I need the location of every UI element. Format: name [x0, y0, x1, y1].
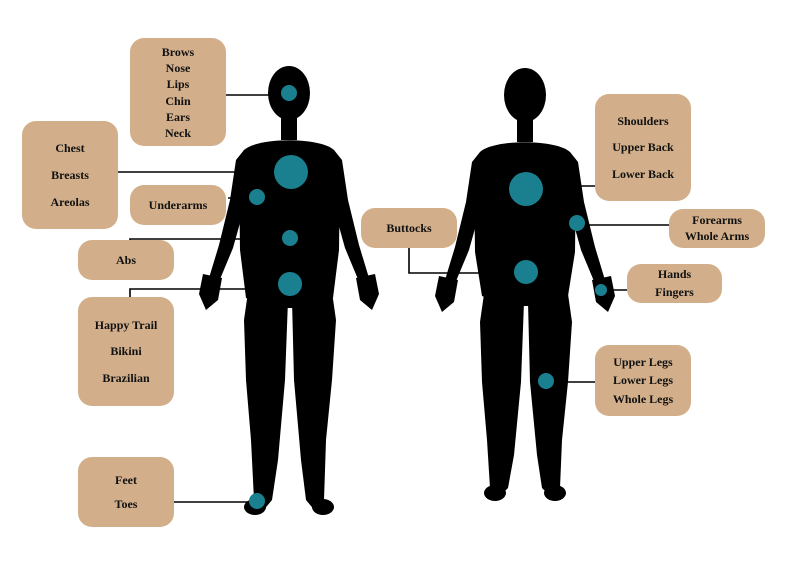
connector-lines: [118, 94, 669, 503]
label-bikini-zone: Happy Trail Bikini Brazilian: [78, 297, 174, 406]
label-text: Toes: [114, 496, 138, 511]
label-text: Upper Legs: [613, 354, 673, 369]
label-text: Lower Legs: [612, 373, 674, 388]
label-text: Whole Arms: [684, 228, 750, 243]
marker-back: [509, 172, 543, 206]
label-text: Bikini: [110, 344, 142, 359]
label-text: Ears: [166, 109, 190, 124]
label-text: Brows: [161, 45, 195, 59]
label-text: Lips: [166, 77, 190, 92]
label-buttocks-zone: Buttocks: [361, 208, 457, 248]
label-text: Lower Back: [611, 167, 675, 182]
label-chest-zone: Chest Breasts Areolas: [22, 121, 118, 229]
label-text: Nose: [165, 61, 191, 76]
label-text: Feet: [115, 473, 137, 488]
label-text: Abs: [115, 252, 136, 267]
label-text: Breasts: [51, 167, 89, 182]
label-text: Shoulders: [617, 113, 669, 128]
marker-hands: [595, 284, 607, 296]
zone-markers: [249, 85, 607, 509]
marker-legs: [538, 373, 554, 389]
label-text: Buttocks: [386, 220, 432, 235]
label-text: Upper Back: [612, 140, 674, 155]
label-text: Whole Legs: [612, 391, 674, 406]
label-text: Neck: [165, 125, 191, 140]
label-face-zone: Brows Nose Lips Chin Ears Neck: [130, 38, 226, 146]
label-text: Chest: [55, 140, 85, 155]
front-silhouette: [199, 66, 379, 515]
label-text: Underarms: [148, 197, 208, 212]
marker-abs: [282, 230, 298, 246]
marker-buttocks: [514, 260, 538, 284]
label-text: Fingers: [655, 284, 694, 299]
label-text: Areolas: [50, 194, 90, 209]
label-text: Happy Trail: [94, 318, 158, 333]
label-hands-zone: Hands Fingers: [627, 264, 722, 303]
label-text: Brazilian: [102, 370, 150, 385]
marker-bikini: [278, 272, 302, 296]
label-abs-zone: Abs: [78, 240, 174, 280]
label-text: Hands: [657, 267, 692, 282]
marker-chest: [274, 155, 308, 189]
label-arms-zone: Forearms Whole Arms: [669, 209, 765, 248]
label-feet-zone: Feet Toes: [78, 457, 174, 527]
label-underarms-zone: Underarms: [130, 185, 226, 225]
marker-feet: [249, 493, 265, 509]
marker-arms: [569, 215, 585, 231]
marker-face: [281, 85, 297, 101]
label-legs-zone: Upper Legs Lower Legs Whole Legs: [595, 345, 691, 416]
back-silhouette: [435, 68, 615, 501]
label-text: Forearms: [692, 212, 742, 227]
marker-underarms: [249, 189, 265, 205]
label-text: Chin: [165, 93, 191, 108]
label-back-zone: Shoulders Upper Back Lower Back: [595, 94, 691, 201]
